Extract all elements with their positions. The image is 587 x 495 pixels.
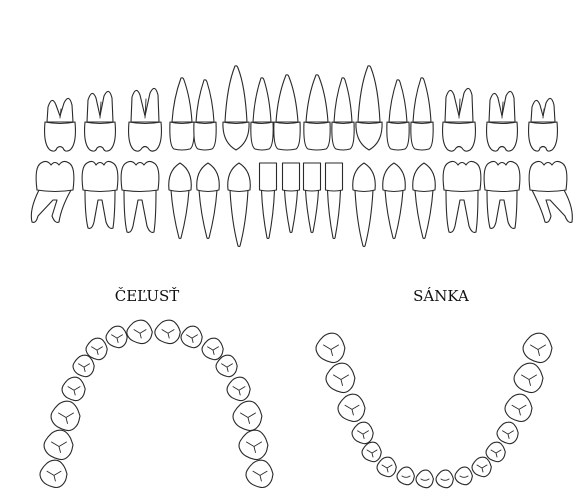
upper-arch-tooth (105, 325, 128, 349)
upper-side-tooth (528, 97, 558, 152)
upper-arch-tooth (238, 429, 269, 461)
upper-arch-tooth (50, 400, 81, 432)
lower-side-tooth (120, 160, 160, 233)
lower-arch-tooth (522, 332, 553, 364)
upper-arch-tooth (72, 354, 95, 378)
lower-side-tooth (324, 162, 344, 240)
lower-jaw-label: SÁNKA (413, 287, 469, 305)
upper-arch-tooth (61, 376, 86, 402)
upper-jaw-arch (39, 319, 274, 489)
lower-arch-tooth (513, 362, 544, 394)
upper-arch-tooth (245, 459, 274, 489)
upper-side-tooth (442, 87, 476, 152)
lower-arch-tooth (496, 421, 519, 445)
upper-side-tooth (250, 77, 274, 151)
lower-arch-tooth (325, 362, 356, 394)
lower-arch-tooth (351, 421, 374, 445)
lower-arch-tooth (396, 466, 415, 486)
lower-side-tooth (528, 160, 573, 223)
upper-arch-tooth (232, 400, 263, 432)
upper-side-tooth (273, 74, 301, 151)
upper-arch-tooth (180, 325, 203, 349)
lower-side-tooth (227, 162, 251, 248)
lower-side-tooth (281, 162, 301, 234)
lower-side-tooth (302, 162, 322, 234)
lower-arch-tooth (376, 456, 397, 478)
upper-side-tooth (128, 87, 162, 152)
upper-side-tooth (303, 74, 331, 151)
lower-arch-tooth (337, 393, 366, 423)
lower-jaw-arch (315, 332, 553, 489)
upper-arch-tooth (126, 319, 153, 345)
upper-arch-tooth (201, 337, 224, 361)
lower-arch-tooth (315, 332, 346, 364)
lower-arch-tooth (435, 469, 454, 489)
upper-side-tooth (355, 65, 383, 151)
upper-side-tooth (386, 79, 410, 151)
upper-side-tooth (222, 65, 250, 151)
lower-arch-tooth (361, 441, 382, 463)
upper-arch-tooth (226, 376, 251, 402)
upper-side-tooth (331, 77, 355, 151)
lower-arch-tooth (504, 393, 533, 423)
lower-teeth-side-view (30, 160, 573, 248)
upper-arch-tooth (85, 337, 108, 361)
lower-side-tooth (412, 162, 436, 240)
upper-side-tooth (410, 77, 434, 151)
upper-arch-tooth (43, 429, 74, 461)
upper-side-tooth (84, 90, 116, 152)
upper-arch-tooth (154, 319, 181, 345)
lower-arch-tooth (415, 469, 434, 489)
upper-arch-tooth (39, 459, 68, 489)
upper-jaw-label: ČEĽUSŤ (115, 287, 180, 305)
lower-side-tooth (196, 162, 220, 240)
upper-teeth-side-view (44, 65, 558, 152)
lower-side-tooth (81, 160, 119, 229)
lower-arch-tooth (454, 466, 473, 486)
lower-side-tooth (382, 162, 406, 240)
lower-side-tooth (168, 162, 192, 240)
lower-side-tooth (483, 160, 521, 229)
upper-side-tooth (193, 79, 217, 151)
upper-arch-tooth (215, 354, 238, 378)
upper-side-tooth (486, 90, 518, 152)
lower-side-tooth (258, 162, 278, 240)
lower-side-tooth (442, 160, 482, 233)
upper-side-tooth (44, 97, 76, 152)
lower-side-tooth (30, 160, 75, 223)
lower-arch-tooth (485, 441, 506, 463)
upper-side-tooth (169, 77, 195, 151)
lower-arch-tooth (471, 456, 492, 478)
lower-side-tooth (352, 162, 376, 248)
